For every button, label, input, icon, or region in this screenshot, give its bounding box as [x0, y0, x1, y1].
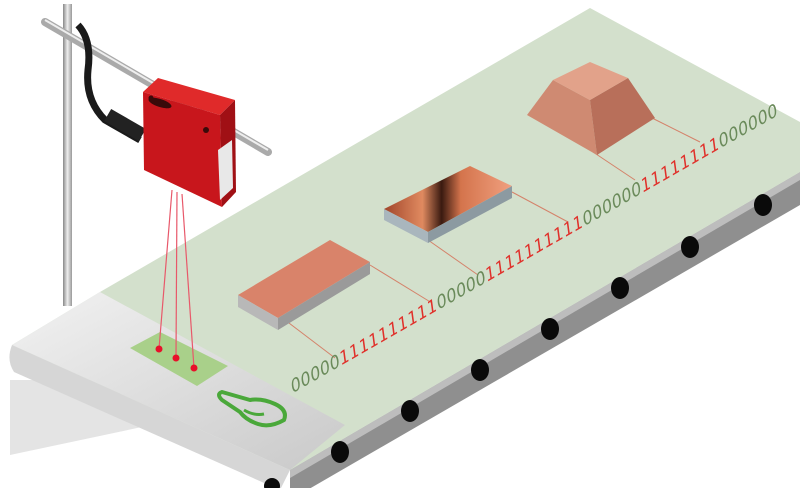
stand-pole: [63, 4, 72, 306]
object-frustum: [527, 62, 655, 155]
object-flat-slab: [238, 240, 370, 330]
cable-connector: [104, 108, 146, 142]
laser-sensor: [143, 78, 236, 207]
object-reflective-slab: [384, 166, 512, 243]
wheel: [264, 478, 280, 488]
sensor-cable: [75, 22, 142, 144]
direction-arrow-shadow: [10, 380, 175, 455]
wheel: [754, 194, 772, 216]
pointing-hand-icon: [217, 390, 287, 428]
wheel: [331, 441, 349, 463]
wheel: [681, 236, 699, 258]
wheel: [541, 318, 559, 340]
laser-beams: [158, 189, 195, 369]
wheel: [401, 400, 419, 422]
leader-lines: [284, 117, 701, 359]
belt-front-edge: [9, 345, 290, 488]
laser-spots: [155, 345, 198, 372]
conveyor-wheels: [264, 194, 772, 488]
wheel: [611, 277, 629, 299]
wheel: [471, 359, 489, 381]
